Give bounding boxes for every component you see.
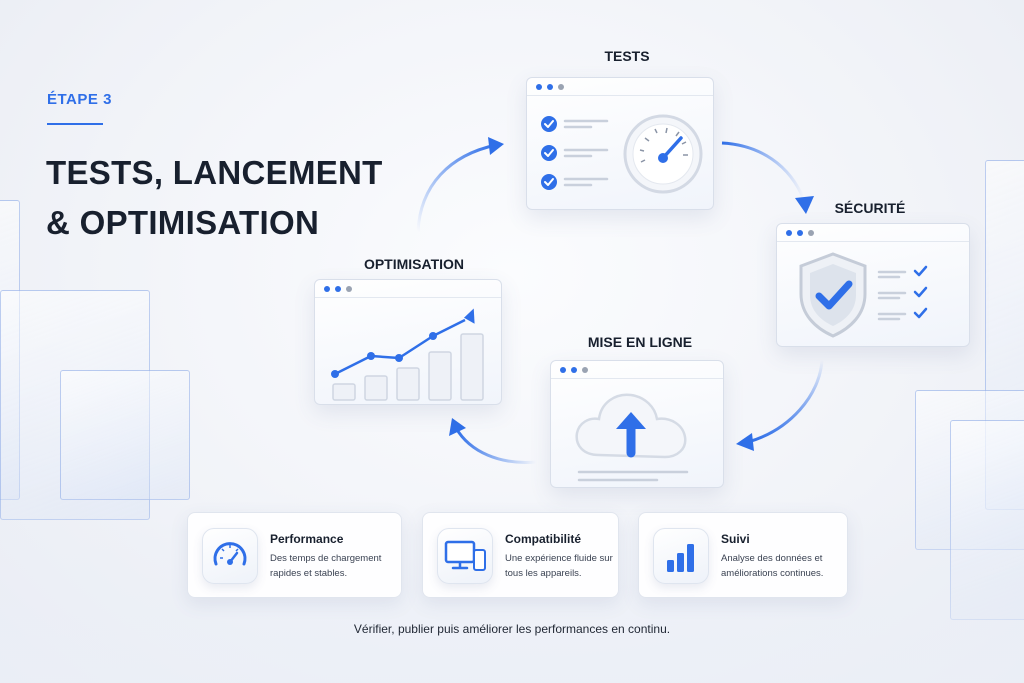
- feature-description: Des temps de chargement rapides et stabl…: [270, 553, 382, 579]
- cloud-upload-icon: [575, 393, 687, 459]
- step-eyebrow: ÉTAPE 3: [47, 91, 112, 108]
- feature-title: Compatibilité: [505, 532, 582, 546]
- step-card-tests: [526, 77, 714, 210]
- feature-card-performance: Performance Des temps de chargement rapi…: [187, 512, 402, 598]
- step-card-mise-en-ligne: [550, 360, 724, 488]
- window-dots: [786, 230, 814, 236]
- speedometer-icon: [202, 528, 258, 584]
- window-dots: [324, 286, 352, 292]
- glass-block-left-3: [60, 370, 190, 500]
- arrow-securite-to-mise-en-ligne: [736, 359, 824, 451]
- window-bar: [777, 224, 969, 242]
- feature-description: Une expérience fluide sur tous les appar…: [505, 553, 613, 579]
- feature-title: Performance: [270, 532, 344, 546]
- window-dots: [536, 84, 564, 90]
- feature-title: Suivi: [721, 532, 750, 546]
- step-card-securite: [776, 223, 970, 347]
- window-bar: [551, 361, 723, 379]
- eyebrow-underline: [47, 123, 103, 125]
- checklist-icon: [541, 116, 609, 190]
- gauge-icon: [623, 114, 703, 194]
- window-bar: [315, 280, 501, 298]
- step-card-optimisation: [314, 279, 502, 405]
- page-title: TESTS, LANCEMENT & OPTIMISATION: [46, 148, 383, 248]
- growth-chart-icon: [331, 308, 484, 401]
- caption: Vérifier, publier puis améliorer les per…: [353, 622, 671, 636]
- feature-card-suivi: Suivi Analyse des données et amélioratio…: [638, 512, 848, 598]
- devices-icon: [437, 528, 493, 584]
- bar-chart-icon: [653, 528, 709, 584]
- arrow-optimisation-to-tests: [416, 137, 504, 233]
- step-label-securite: SÉCURITÉ: [834, 200, 906, 216]
- window-bar: [527, 78, 713, 96]
- page-title-line-2: & OPTIMISATION: [46, 204, 320, 241]
- arrow-mise-en-ligne-to-optimisation: [449, 418, 537, 464]
- feature-card-compatibilite: Compatibilité Une expérience fluide sur …: [422, 512, 619, 598]
- step-label-optimisation: OPTIMISATION: [363, 256, 465, 272]
- upload-progress-lines: [577, 470, 689, 482]
- arrow-tests-to-securite: [721, 141, 814, 214]
- step-label-mise-en-ligne: MISE EN LIGNE: [587, 334, 693, 350]
- security-checklist-icon: [877, 265, 928, 321]
- step-label-tests: TESTS: [604, 48, 650, 64]
- shield-icon: [799, 252, 867, 338]
- feature-description: Analyse des données et améliorations con…: [721, 553, 824, 579]
- window-dots: [560, 367, 588, 373]
- page-title-line-1: TESTS, LANCEMENT: [46, 154, 383, 191]
